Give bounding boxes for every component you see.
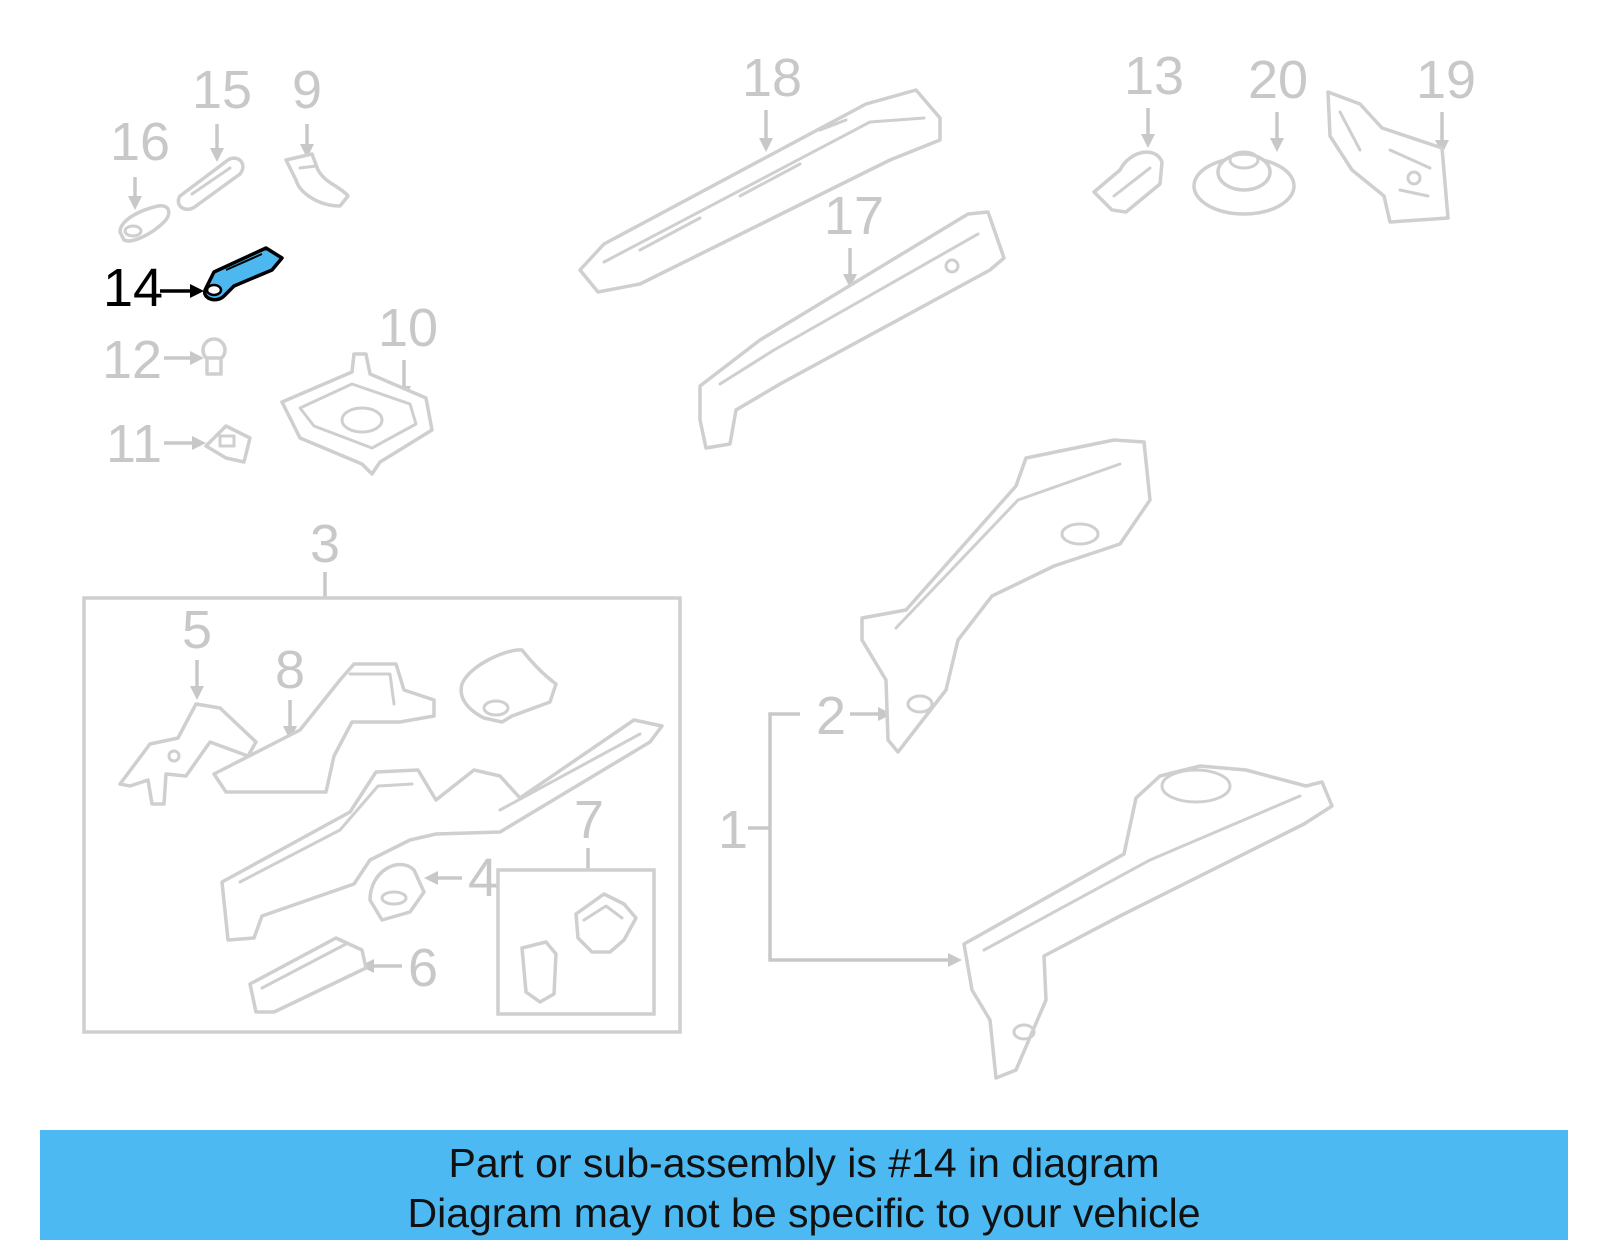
part-rail-shape xyxy=(220,718,664,942)
part-16-shape xyxy=(118,204,171,243)
part-6-shape xyxy=(248,936,368,1014)
part-cup xyxy=(459,648,558,724)
callout-20: 20 xyxy=(1248,50,1308,110)
part-lower-rail-shape xyxy=(962,764,1334,1080)
group-7-frame xyxy=(496,868,656,1016)
part-1[interactable]: 1 xyxy=(718,712,962,967)
callout-3: 3 xyxy=(310,514,340,574)
part-19[interactable]: 19 xyxy=(1326,50,1476,224)
part-11[interactable]: 11 xyxy=(106,414,252,474)
part-9[interactable]: 9 xyxy=(284,60,350,208)
part-13[interactable]: 13 xyxy=(1092,46,1184,214)
part-6[interactable]: 6 xyxy=(248,936,438,1014)
group-3[interactable]: 3 xyxy=(82,514,682,1034)
group-7[interactable]: 7 xyxy=(496,790,656,1016)
part-17-shape xyxy=(698,210,1006,450)
callout-16: 16 xyxy=(110,112,170,172)
callout-4: 4 xyxy=(468,848,498,908)
group-3-frame xyxy=(82,596,682,1034)
part-rail xyxy=(220,718,664,942)
part-12[interactable]: 12 xyxy=(102,330,227,390)
part-14-shape xyxy=(202,246,284,302)
bracket-1 xyxy=(768,712,950,962)
part-20[interactable]: 20 xyxy=(1192,50,1308,216)
part-14[interactable]: 14 xyxy=(103,246,284,318)
part-15[interactable]: 15 xyxy=(176,60,252,211)
callout-2: 2 xyxy=(816,686,846,746)
part-5-shape xyxy=(118,702,258,806)
part-19-shape xyxy=(1326,90,1450,224)
part-18-shape xyxy=(578,88,942,294)
part-18[interactable]: 18 xyxy=(578,48,942,294)
part-9-shape xyxy=(284,152,350,208)
callout-12: 12 xyxy=(102,330,162,390)
callout-6: 6 xyxy=(408,938,438,998)
part-2-shape xyxy=(860,438,1152,754)
part-4[interactable]: 4 xyxy=(368,848,498,922)
part-lower-rail xyxy=(962,764,1334,1080)
callout-8: 8 xyxy=(275,640,305,700)
part-2[interactable]: 2 xyxy=(816,438,1152,754)
callout-10: 10 xyxy=(378,298,438,358)
part-17[interactable]: 17 xyxy=(698,186,1006,450)
info-banner: Part or sub-assembly is #14 in diagram D… xyxy=(40,1130,1568,1240)
part-15-shape xyxy=(176,156,245,211)
banner-line-1: Part or sub-assembly is #14 in diagram xyxy=(448,1140,1160,1186)
callout-15: 15 xyxy=(192,60,252,120)
callout-1: 1 xyxy=(718,800,748,860)
callout-7: 7 xyxy=(574,790,604,850)
callout-5: 5 xyxy=(182,600,212,660)
banner-line-2: Diagram may not be specific to your vehi… xyxy=(407,1190,1201,1236)
callout-17: 17 xyxy=(824,186,884,246)
part-8[interactable]: 8 xyxy=(212,640,436,794)
part-10[interactable]: 10 xyxy=(280,298,438,476)
callout-13: 13 xyxy=(1124,46,1184,106)
callout-9: 9 xyxy=(292,60,322,120)
part-5[interactable]: 5 xyxy=(118,600,258,806)
callout-19: 19 xyxy=(1416,50,1476,110)
part-10-shape xyxy=(280,352,434,476)
callout-11: 11 xyxy=(106,414,162,474)
part-11-shape xyxy=(204,424,252,464)
callout-14: 14 xyxy=(103,258,163,318)
part-13-shape xyxy=(1092,150,1164,214)
callout-18: 18 xyxy=(742,48,802,108)
part-8-shape xyxy=(212,662,436,794)
part-16[interactable]: 16 xyxy=(110,112,171,243)
